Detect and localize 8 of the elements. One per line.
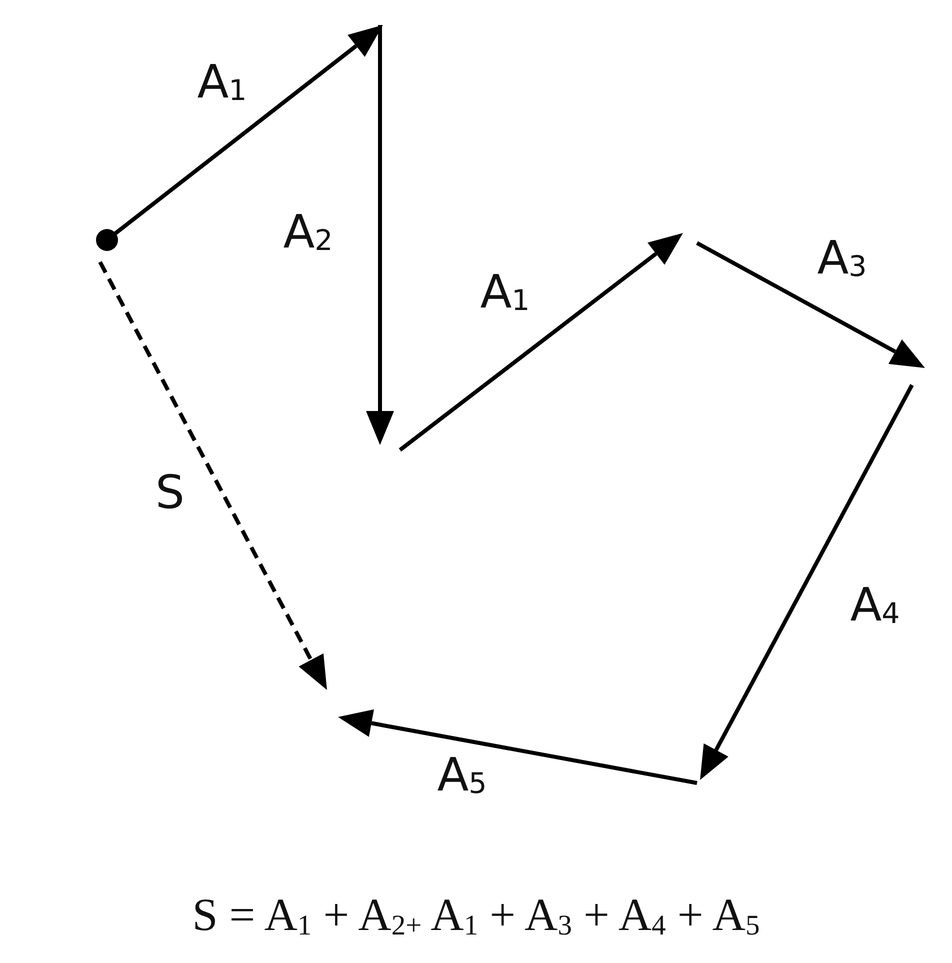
vector-sum-formula: S = A$_{1}$ + A$_{2+}$ A$_{1}$ + A$_{3}$ + A$_{4}$ + A$_{5}$ <box>192 889 760 940</box>
vector-label: A$_{1}$ <box>480 268 530 316</box>
vector-label: A$_{1}$ <box>197 58 247 106</box>
vector-label: S <box>155 469 185 515</box>
vector-label: A$_{3}$ <box>817 234 867 282</box>
vector-label: A$_{5}$ <box>437 751 487 799</box>
vector-label: A$_{4}$ <box>850 581 900 629</box>
vector-label: A$_{2}$ <box>283 208 333 256</box>
